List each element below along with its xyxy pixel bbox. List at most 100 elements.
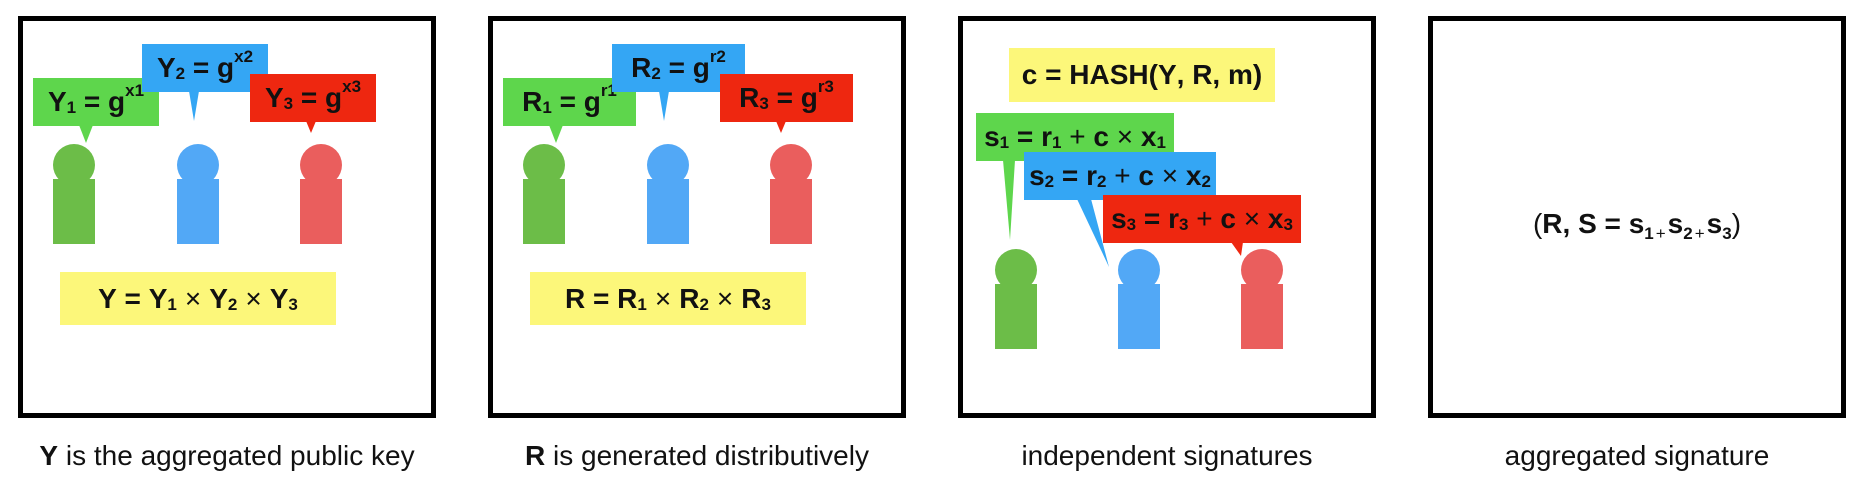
formula-y-term3-sub: 3 [288,294,298,314]
sig-s3: s [1706,208,1723,239]
bubble-r2-eq: = g [660,52,710,83]
s1-plus: + [1061,121,1094,152]
bubble-s3-tail [1231,242,1243,256]
hash-arg-r: R [1192,59,1213,90]
person-2 [647,144,689,244]
s2-s-sub: 2 [1044,172,1055,191]
s3-x-sub: 3 [1283,215,1293,234]
s1-r: r [1041,121,1052,152]
hash-arg-m: m [1227,59,1253,90]
bubble-r3-eq: = g [768,82,818,113]
s3-r: r [1168,203,1179,234]
bubble-r2-tail [659,91,669,121]
s1-r-sub: 1 [1051,133,1062,152]
sig-s2-sub: 2 [1683,224,1693,243]
sig-close: ) [1731,208,1742,239]
s2-x-sub: 2 [1201,172,1211,191]
s3-s-sub: 3 [1126,215,1137,234]
s3-c: c [1220,203,1236,234]
bubble-y3-tail [306,121,316,133]
formula-r-term3-sub: 3 [761,294,771,314]
sig-open: ( [1532,208,1543,239]
formula-r-term2-sub: 2 [699,294,709,314]
person-1 [523,144,565,244]
s1-c: c [1093,121,1109,152]
s2-plus: + [1106,160,1139,191]
s2-times: × [1153,160,1186,191]
sig-s1-sub: 1 [1644,224,1654,243]
formula-r-term1-sub: 1 [637,294,647,314]
formula-y-term3: Y [269,282,289,314]
formula-y-term2: Y [209,282,228,314]
formula-r-eq: = [585,282,618,314]
formula-hash-challenge: c = HASH(Y, R, m) [1009,48,1275,102]
caption-public-key: Y is the aggregated public key [0,438,462,474]
caption-public-key-rest: is the aggregated public key [58,440,415,471]
formula-r-times-2: × [716,282,734,314]
formula-r-term1: R [617,282,638,314]
sig-r: R [1542,208,1563,239]
bubble-y1-tail [79,125,93,143]
bubble-r1-sub: 1 [542,98,552,117]
s1-x: x [1140,121,1157,152]
sig-s2: s [1667,208,1684,239]
s2-r-sub: 2 [1096,172,1107,191]
sig-eq: = [1596,208,1629,239]
s1-s-sub: 1 [999,133,1010,152]
bubble-y3-sub: 3 [283,94,294,113]
bubble-r3-sub: 3 [759,94,769,113]
bubble-s1-tail [1003,160,1015,240]
s2-x: x [1185,160,1202,191]
bubble-r2-sup: r2 [709,47,726,66]
s3-plus: + [1188,203,1221,234]
hash-arg-y: Y [1157,59,1177,90]
caption-aggregated-signature: aggregated signature [1504,440,1770,471]
bubble-y1-base: Y [47,86,67,117]
panel-aggregated-signature: (R, S = s1+s2+s3) [1428,16,1846,418]
s3-s: s [1111,203,1127,234]
bubble-s2-tail [1077,199,1109,267]
formula-y-times-1: × [184,282,202,314]
caption-distributed-r-rest: is generated distributively [545,440,869,471]
bubble-y3-base: Y [264,82,284,113]
s2-s: s [1029,160,1045,191]
bubble-y3-sup: x3 [342,77,362,96]
sig-comma: , [1562,208,1579,239]
hash-sep-1: , [1176,59,1193,90]
person-1 [995,249,1037,349]
bubble-y1-sup: x1 [125,81,145,100]
s3-r-sub: 3 [1178,215,1189,234]
bubble-y2-sub: 2 [175,64,186,83]
caption-distributed-r-bold: R [525,440,546,471]
s1-times: × [1108,121,1141,152]
bubble-r1-tail [549,125,563,143]
bubble-y2-eq: = g [185,52,235,83]
s3-eq: = [1136,203,1169,234]
hash-prefix: c = HASH( [1021,59,1158,90]
formula-y-times-2: × [245,282,262,314]
person-2 [1118,249,1160,349]
formula-r-lhs: R [565,282,586,314]
hash-sep-2: , [1212,59,1228,90]
caption-public-key-bold: Y [39,440,59,471]
formula-r-term3: R [741,282,762,314]
sig-s3-sub: 3 [1722,224,1732,243]
s1-eq: = [1009,121,1042,152]
s3-x: x [1267,203,1284,234]
formula-y-lhs: Y [98,282,117,314]
sig-s1: s [1628,208,1645,239]
s1-x-sub: 1 [1156,133,1166,152]
person-2 [177,144,219,244]
sig-plus-1: + [1655,224,1666,243]
formula-y-term1: Y [148,282,168,314]
bubble-y3-eq: = g [293,82,343,113]
caption-distributed-r: R is generated distributively [462,438,932,474]
s3-times: × [1235,203,1268,234]
